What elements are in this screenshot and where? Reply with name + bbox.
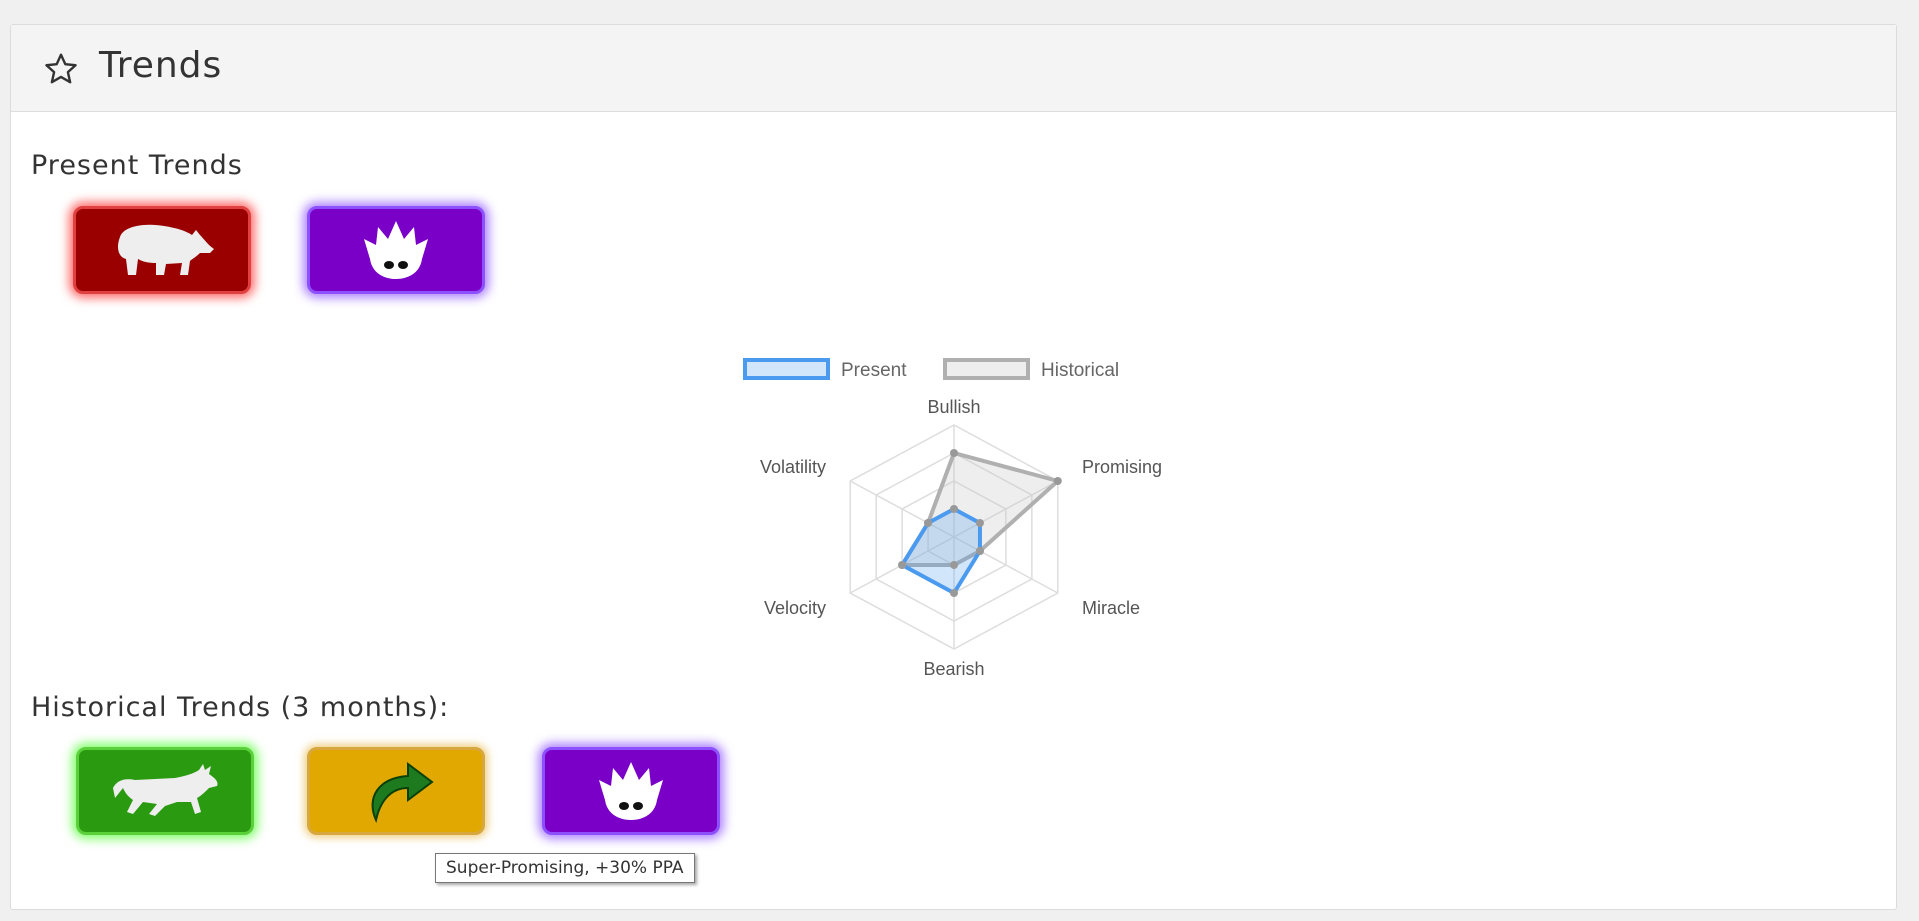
lotus-flame-icon [599,762,663,820]
badge-bullish[interactable] [76,747,254,835]
badge-promising[interactable] [307,747,485,835]
curved-arrow-icon [371,762,434,824]
trends-panel: Trends [10,24,1897,910]
panel-title: Trends [99,45,223,86]
badge-bearish[interactable] [73,206,251,294]
present-trends-heading: Present Trends [31,150,243,181]
tooltip: Super-Promising, +30% PPA [435,853,695,883]
panel-header: Trends [11,25,1896,112]
historical-trends-heading: Historical Trends (3 months): [31,692,450,723]
badge-super-promising-historical[interactable] [542,747,720,835]
star-outline-icon [45,53,77,84]
badge-super-promising[interactable] [307,206,485,294]
lotus-flame-icon [364,221,428,279]
bear-icon [118,224,214,275]
bull-icon [113,764,218,816]
